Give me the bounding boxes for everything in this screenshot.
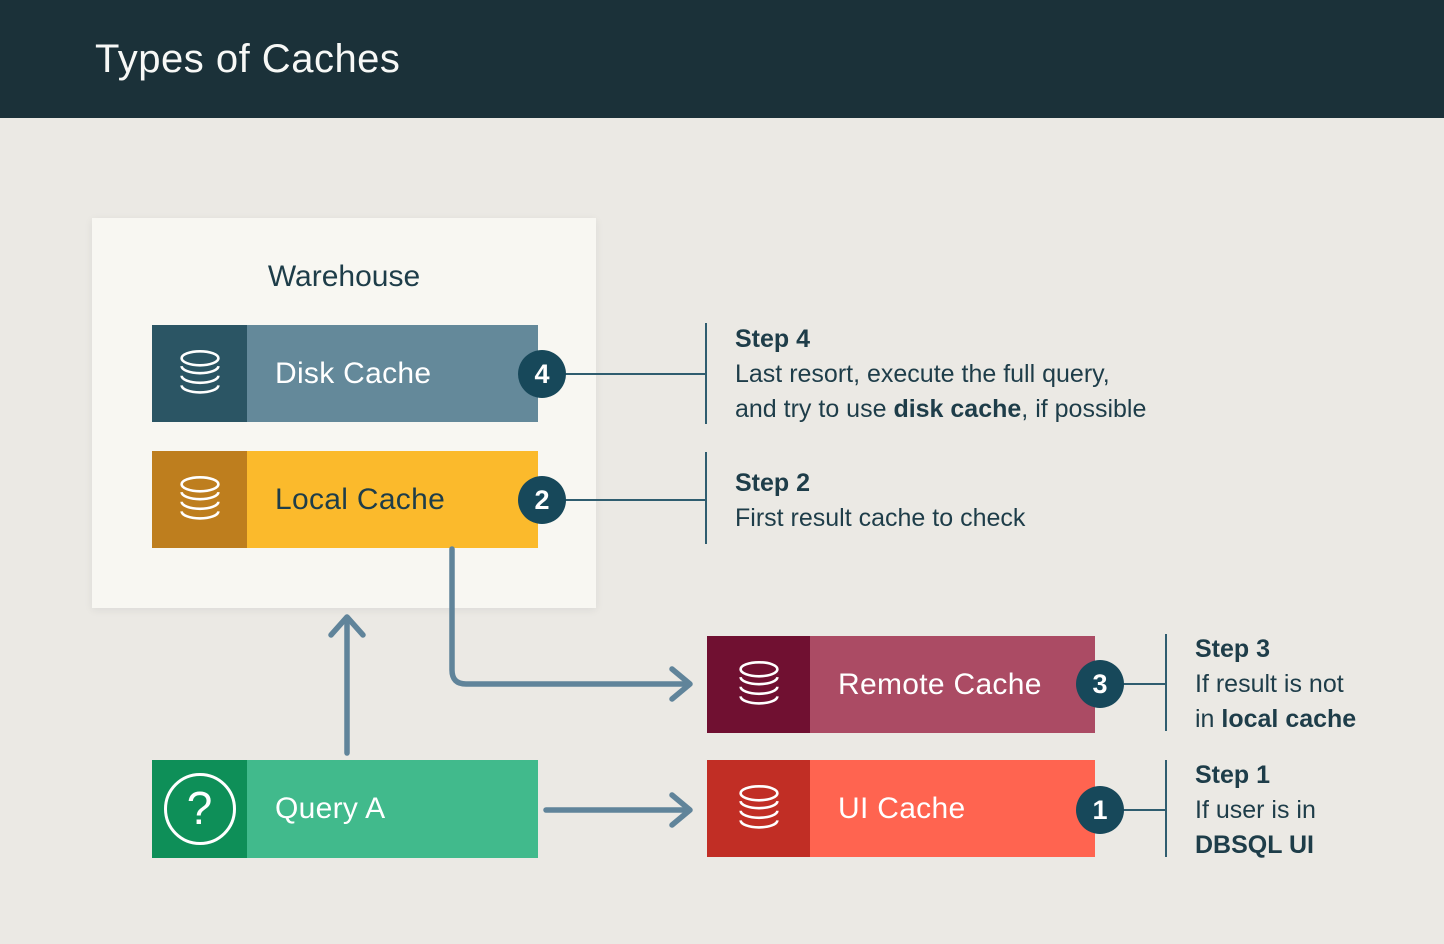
node-query-a: ? Query A [152,760,538,858]
step-badge-3: 3 [1076,660,1124,708]
query-a-bar: Query A [247,760,538,858]
step-1-title: Step 1 [1195,761,1271,789]
database-icon [152,325,247,422]
node-disk-cache: Disk Cache [152,325,538,422]
database-icon [707,636,810,733]
step-1-line-1: If user is in [1195,796,1316,824]
remote-cache-bar: Remote Cache [810,636,1095,733]
query-a-label: Query A [275,792,386,825]
step-1-annotation: Step 1 If user is in DBSQL UI [1195,758,1444,863]
ui-cache-bar: UI Cache [810,760,1095,857]
ui-cache-label: UI Cache [838,791,966,825]
question-mark-icon: ? [152,760,247,858]
step-1-line-2: DBSQL UI [1195,831,1314,859]
question-mark-glyph: ? [186,782,213,834]
step-2-annotation: Step 2 First result cache to check [735,466,1215,536]
step-3-title: Step 3 [1195,635,1271,663]
local-cache-bar: Local Cache [247,451,538,548]
header-bar: Types of Caches [0,0,1444,118]
warehouse-label: Warehouse [267,260,421,293]
database-icon [152,451,247,548]
step-2-line-1: First result cache to check [735,504,1026,532]
step-4-annotation: Step 4 Last resort, execute the full que… [735,322,1215,427]
step-2-title: Step 2 [735,469,811,497]
arrow-query-to-warehouse-head [328,614,366,638]
step-3-annotation: Step 3 If result is not in local cache [1195,632,1444,737]
node-local-cache: Local Cache [152,451,538,548]
disk-cache-label: Disk Cache [275,356,432,390]
arrow-local-to-remote-head [669,666,693,702]
node-ui-cache: UI Cache [707,760,1095,857]
step-4-line-1: Last resort, execute the full query, [735,360,1110,388]
step-badge-4: 4 [518,350,566,398]
node-remote-cache: Remote Cache [707,636,1095,733]
page-title: Types of Caches [95,36,401,81]
local-cache-label: Local Cache [275,482,446,516]
database-icon [707,760,810,857]
step-badge-2: 2 [518,476,566,524]
disk-cache-bar: Disk Cache [247,325,538,422]
step-4-title: Step 4 [735,325,811,353]
step-4-line-2: and try to use disk cache, if possible [735,395,1147,423]
remote-cache-label: Remote Cache [838,667,1042,701]
step-badge-1: 1 [1076,786,1124,834]
step-3-line-2: in local cache [1195,705,1357,733]
step-3-line-1: If result is not [1195,670,1344,698]
question-mark-circle: ? [163,773,236,845]
arrow-query-to-ui-head [669,792,693,828]
